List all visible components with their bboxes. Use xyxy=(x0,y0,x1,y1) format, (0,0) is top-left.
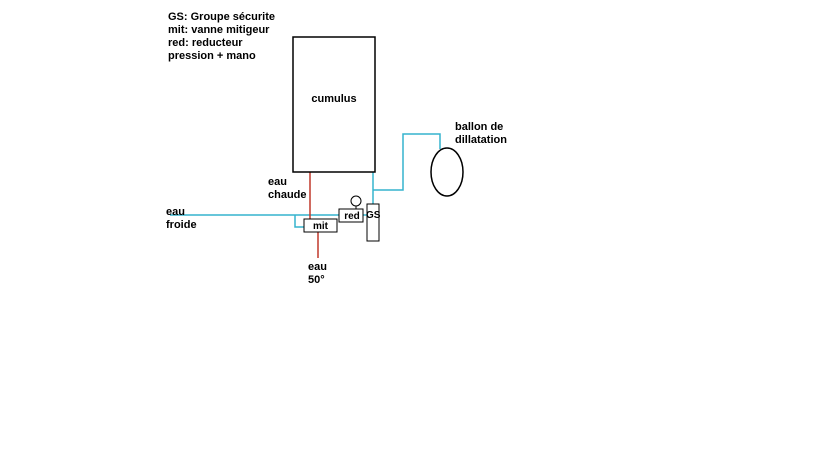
hot-water-label: eau chaude xyxy=(268,176,307,201)
pressure-reducer-label: red xyxy=(344,211,360,222)
pressure-reducer-shape xyxy=(338,208,364,223)
safety-group-shape xyxy=(366,203,380,242)
expansion-vessel-shape xyxy=(430,147,464,197)
tank-shape xyxy=(292,36,376,173)
cold-pipe-branch-to-mixer xyxy=(294,215,304,228)
mixer-valve-label: mit xyxy=(313,221,328,232)
expansion-vessel-label: ballon de dillatation xyxy=(455,121,507,146)
mixed-water-label: eau 50° xyxy=(308,261,327,286)
cold-water-label: eau froide xyxy=(166,206,197,231)
cold-pipe-to-expansion-vessel xyxy=(373,133,441,191)
pressure-gauge-shape xyxy=(350,195,362,207)
safety-group-label: GS xyxy=(366,210,381,221)
mixer-valve-shape xyxy=(303,218,338,233)
legend-text: GS: Groupe sécurite mit: vanne mitigeur … xyxy=(168,11,275,62)
tank-label: cumulus xyxy=(311,93,357,105)
